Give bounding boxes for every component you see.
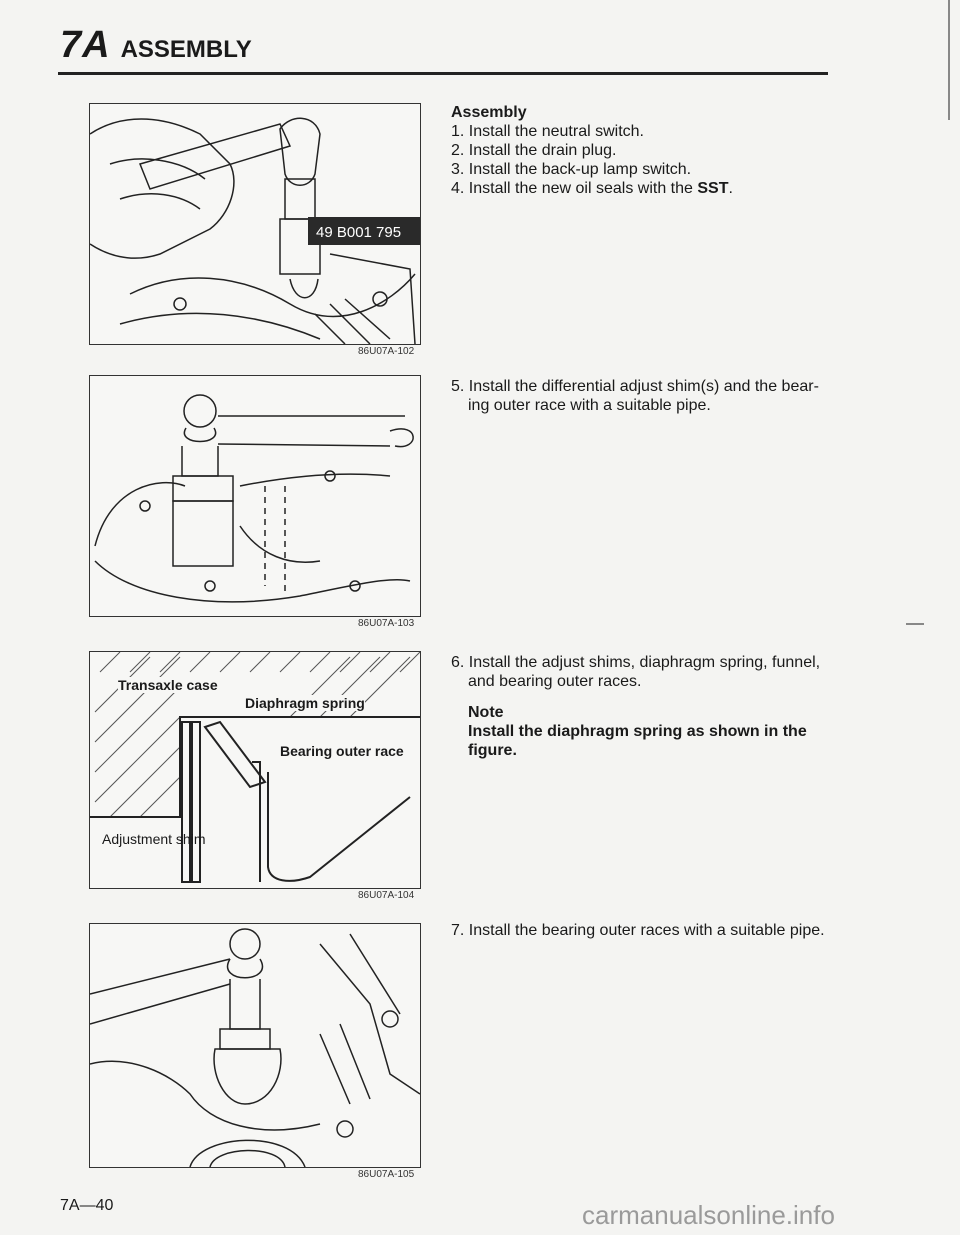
step-4: 4. Install the new oil seals with the SS… <box>451 179 836 198</box>
header-rule <box>58 72 828 75</box>
label-diaphragm-spring: Diaphragm spring <box>245 695 365 711</box>
scan-edge-mark <box>906 623 924 625</box>
page-number: 7A—40 <box>60 1197 114 1214</box>
label-transaxle-case: Transaxle case <box>118 677 218 693</box>
step-6-line-2: and bearing outer races. <box>468 673 642 690</box>
step-5: 5. Install the differential adjust shim(… <box>451 377 836 415</box>
step-3: 3. Install the back-up lamp switch. <box>451 161 692 178</box>
step-2: 2. Install the drain plug. <box>451 142 617 159</box>
bearing-outer-race-illustration <box>90 928 420 1167</box>
step-5-line-1: 5. Install the differential adjust shim(… <box>451 378 819 395</box>
step-7-text: 7. Install the bearing outer races with … <box>451 922 825 939</box>
step-4-end: . <box>728 180 733 197</box>
step-6-line-1: 6. Install the adjust shims, diaphragm s… <box>451 654 821 671</box>
step-4-text: 4. Install the new oil seals with the <box>451 180 698 197</box>
diff-outer-race-illustration <box>94 394 414 603</box>
note-line-1: Install the diaphragm spring as shown in… <box>468 723 807 740</box>
step-1: 1. Install the neutral switch. <box>451 123 644 140</box>
figure-diaphragm-spring-diagram: Transaxle case Diaphragm spring Bearing … <box>89 651 421 889</box>
figure-oil-seal-install: 49 B001 795 <box>89 103 421 345</box>
figure-code: 86U07A-102 <box>358 346 415 357</box>
scan-edge-mark <box>948 0 950 120</box>
figure-bearing-outer-race <box>89 923 421 1168</box>
tool-label: 49 B001 795 <box>316 224 401 241</box>
step-6: 6. Install the adjust shims, diaphragm s… <box>451 653 836 691</box>
assembly-steps-1-4: Assembly 1. Install the neutral switch. … <box>451 103 836 198</box>
section-number: 7A <box>60 24 111 66</box>
figure-code: 86U07A-104 <box>358 890 415 901</box>
figure-diff-outer-race <box>89 375 421 617</box>
note-block: Note Install the diaphragm spring as sho… <box>468 703 838 760</box>
note-line-2: figure. <box>468 742 517 759</box>
step-7: 7. Install the bearing outer races with … <box>451 921 836 940</box>
section-header: 7A ASSEMBLY <box>60 24 252 67</box>
figure-code: 86U07A-105 <box>358 1169 415 1180</box>
note-title: Note <box>468 704 504 721</box>
section-title: ASSEMBLY <box>120 36 252 63</box>
label-adjustment-shim: Adjustment shim <box>102 831 206 847</box>
oil-seal-illustration: 49 B001 795 <box>90 117 420 344</box>
watermark: carmanualsonline.info <box>582 1200 835 1230</box>
sst-keyword: SST <box>697 180 729 197</box>
label-bearing-outer-race: Bearing outer race <box>280 743 404 759</box>
assembly-heading: Assembly <box>451 104 527 121</box>
step-5-line-2: ing outer race with a suitable pipe. <box>468 397 711 414</box>
figure-code: 86U07A-103 <box>358 618 415 629</box>
